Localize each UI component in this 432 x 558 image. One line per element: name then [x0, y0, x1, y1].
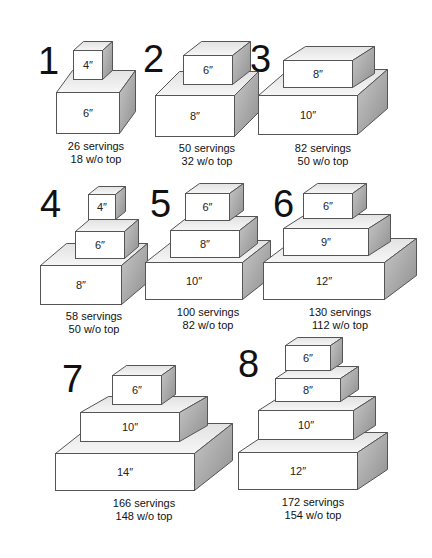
tier-size: 8″ — [190, 111, 200, 122]
tier-size: 4″ — [97, 202, 107, 213]
cake-tier: 6″ — [75, 231, 125, 259]
servings-note: 172 servings — [282, 496, 344, 509]
tier-size: 10″ — [186, 276, 202, 287]
cake-tier: 6″ — [183, 55, 233, 85]
tier-size: 9″ — [321, 237, 331, 248]
tier-size: 10″ — [298, 420, 314, 431]
cake-tier: 12″ — [263, 262, 385, 300]
tier-face — [369, 215, 391, 256]
servings-note: 26 servings — [68, 140, 124, 153]
tier-face — [235, 72, 259, 137]
tier-size: 8″ — [200, 239, 210, 250]
tier-face — [230, 184, 244, 221]
servings-note: 148 w/o top — [116, 510, 173, 523]
callout-number: 4 — [40, 185, 61, 223]
tier-face — [240, 217, 258, 258]
tier-face — [162, 366, 176, 405]
servings-note: 50 w/o top — [298, 155, 349, 168]
cake-tier: 8″ — [275, 378, 341, 402]
callout-number: 8 — [238, 345, 259, 383]
servings-note: 82 servings — [295, 142, 351, 155]
tier-face — [331, 338, 343, 371]
servings-note: 166 servings — [113, 497, 175, 510]
cake-tier: 14″ — [55, 453, 195, 491]
tier-size: 10″ — [300, 110, 316, 121]
tier-face — [180, 397, 208, 442]
tier-size: 6″ — [303, 353, 313, 364]
cake-tier: 6″ — [185, 193, 230, 221]
tier-face — [125, 220, 139, 259]
tier-size: 6″ — [83, 108, 93, 119]
tier-size: 10″ — [122, 422, 138, 433]
tier-face — [116, 187, 126, 220]
tier-size: 6″ — [132, 385, 142, 396]
cake-tier: 12″ — [238, 452, 358, 490]
cake-tier: 6″ — [285, 345, 331, 371]
callout-number: 5 — [150, 185, 171, 223]
servings-note: 130 servings — [309, 306, 371, 319]
servings-note: 50 servings — [179, 142, 235, 155]
servings-note: 154 w/o top — [285, 509, 342, 522]
callout-number: 3 — [250, 40, 271, 78]
tier-size: 6″ — [202, 202, 212, 213]
servings-note: 18 w/o top — [71, 153, 122, 166]
servings-note: 50 w/o top — [69, 323, 120, 336]
cake-tier: 10″ — [258, 95, 358, 135]
cake-tier: 4″ — [73, 50, 103, 80]
cake-tier: 8″ — [40, 265, 122, 305]
tier-size: 14″ — [117, 467, 133, 478]
servings-note: 32 w/o top — [182, 155, 233, 168]
tier-face — [103, 42, 113, 80]
tier-size: 8″ — [303, 385, 313, 396]
tier-face — [353, 47, 375, 88]
tier-size: 6″ — [95, 240, 105, 251]
tier-face — [385, 239, 417, 300]
tier-face — [354, 397, 376, 440]
tier-face — [120, 71, 136, 134]
cake-tier: 10″ — [80, 412, 180, 442]
tier-face — [341, 367, 359, 402]
cake-tier: 8″ — [283, 60, 353, 88]
tier-face — [195, 424, 233, 491]
servings-note: 82 w/o top — [183, 319, 234, 332]
callout-number: 2 — [143, 40, 164, 78]
tier-size: 8″ — [76, 280, 86, 291]
cake-tier: 9″ — [283, 228, 369, 256]
tier-face — [233, 42, 251, 85]
tier-size: 8″ — [313, 69, 323, 80]
cake-tier: 10″ — [145, 262, 243, 300]
servings-note: 100 servings — [177, 306, 239, 319]
tier-size: 6″ — [203, 65, 213, 76]
cake-tier: 10″ — [258, 410, 354, 440]
cake-tier: 6″ — [56, 92, 120, 134]
tier-size: 6″ — [323, 201, 333, 212]
cake-tier: 6″ — [112, 375, 162, 405]
tier-face — [353, 184, 367, 219]
callout-number: 6 — [273, 185, 294, 223]
cake-tier: 6″ — [303, 193, 353, 219]
tier-size: 12″ — [316, 276, 332, 287]
cake-tier: 8″ — [170, 230, 240, 258]
callout-number: 1 — [38, 42, 59, 80]
servings-note: 58 servings — [66, 310, 122, 323]
cake-tier: 4″ — [88, 194, 116, 220]
tier-face — [358, 433, 388, 490]
callout-number: 7 — [62, 360, 83, 398]
tier-size: 4″ — [83, 60, 93, 71]
cake-tier: 8″ — [155, 95, 235, 137]
tier-size: 12″ — [290, 466, 306, 477]
servings-note: 112 w/o top — [312, 319, 368, 332]
